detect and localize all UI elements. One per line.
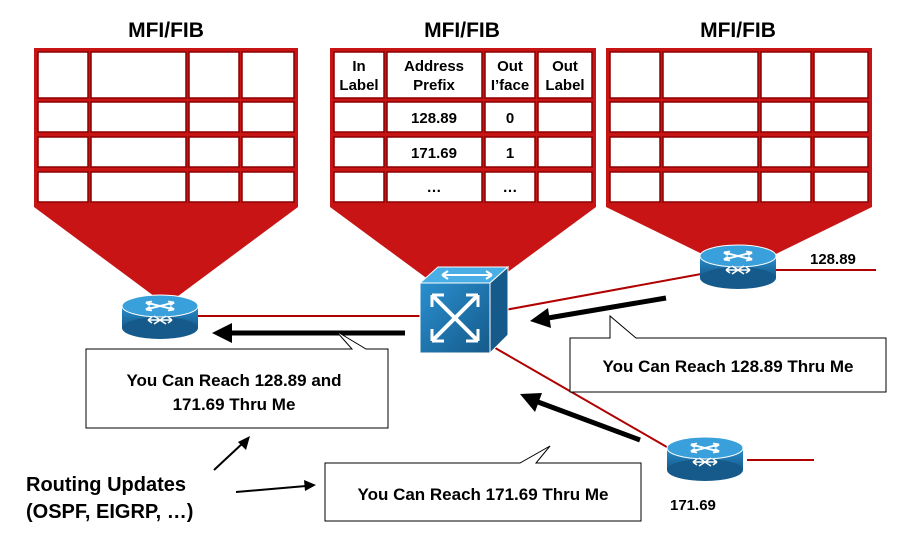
network-label-128-89: 128.89	[810, 251, 856, 268]
table-title: MFI/FIB	[128, 19, 204, 42]
network-label-171-69: 171.69	[670, 497, 716, 514]
router-bottom-right-icon	[667, 437, 743, 481]
arrow-bottom-update	[520, 393, 641, 443]
cell-iface: 0	[506, 110, 514, 127]
header-in-label-1: In	[352, 58, 365, 75]
callout-left-line2: 171.69 Thru Me	[173, 395, 296, 414]
cell-prefix: …	[427, 179, 442, 196]
cell-iface: 1	[506, 145, 514, 162]
header-out-iface-2: I’face	[491, 77, 529, 94]
empty-cells	[37, 51, 295, 203]
fib-table-left: MFI/FIB	[34, 19, 298, 305]
note-line2: (OSPF, EIGRP, …)	[26, 501, 193, 523]
fib-table-right: MFI/FIB	[606, 19, 872, 272]
cell-prefix: 128.89	[411, 110, 457, 127]
table-title: MFI/FIB	[424, 19, 500, 42]
network-links	[196, 269, 876, 461]
callout-right: You Can Reach 128.89 Thru Me	[569, 314, 887, 393]
label-switch-router-icon	[418, 265, 510, 355]
cell-iface: …	[503, 179, 518, 196]
callout-right-text: You Can Reach 128.89 Thru Me	[603, 357, 854, 376]
callout-left: You Can Reach 128.89 and 171.69 Thru Me	[85, 330, 389, 429]
note-line1: Routing Updates	[26, 474, 186, 496]
callout-left-line1: You Can Reach 128.89 and	[126, 371, 341, 390]
header-address-prefix-2: Prefix	[413, 77, 455, 94]
arrow-left-update	[212, 323, 405, 343]
fib-table-middle: MFI/FIB In Label Address Prefix Out I’fa…	[330, 19, 596, 305]
header-address-prefix-1: Address	[404, 58, 464, 75]
routing-updates-note: Routing Updates (OSPF, EIGRP, …)	[26, 436, 316, 523]
update-arrows	[212, 295, 667, 443]
header-out-label-1: Out	[552, 58, 578, 75]
table-cells	[333, 51, 593, 203]
callout-bottom: You Can Reach 171.69 Thru Me	[324, 445, 642, 522]
header-out-iface-1: Out	[497, 58, 523, 75]
header-in-label-2: Label	[339, 77, 378, 94]
callout-bottom-text: You Can Reach 171.69 Thru Me	[358, 485, 609, 504]
arrow-right-update	[530, 295, 667, 328]
cell-prefix: 171.69	[411, 145, 457, 162]
router-left-icon	[122, 295, 198, 339]
router-top-right-icon	[700, 245, 776, 289]
table-title: MFI/FIB	[700, 19, 776, 42]
header-out-label-2: Label	[545, 77, 584, 94]
empty-cells	[609, 51, 869, 203]
